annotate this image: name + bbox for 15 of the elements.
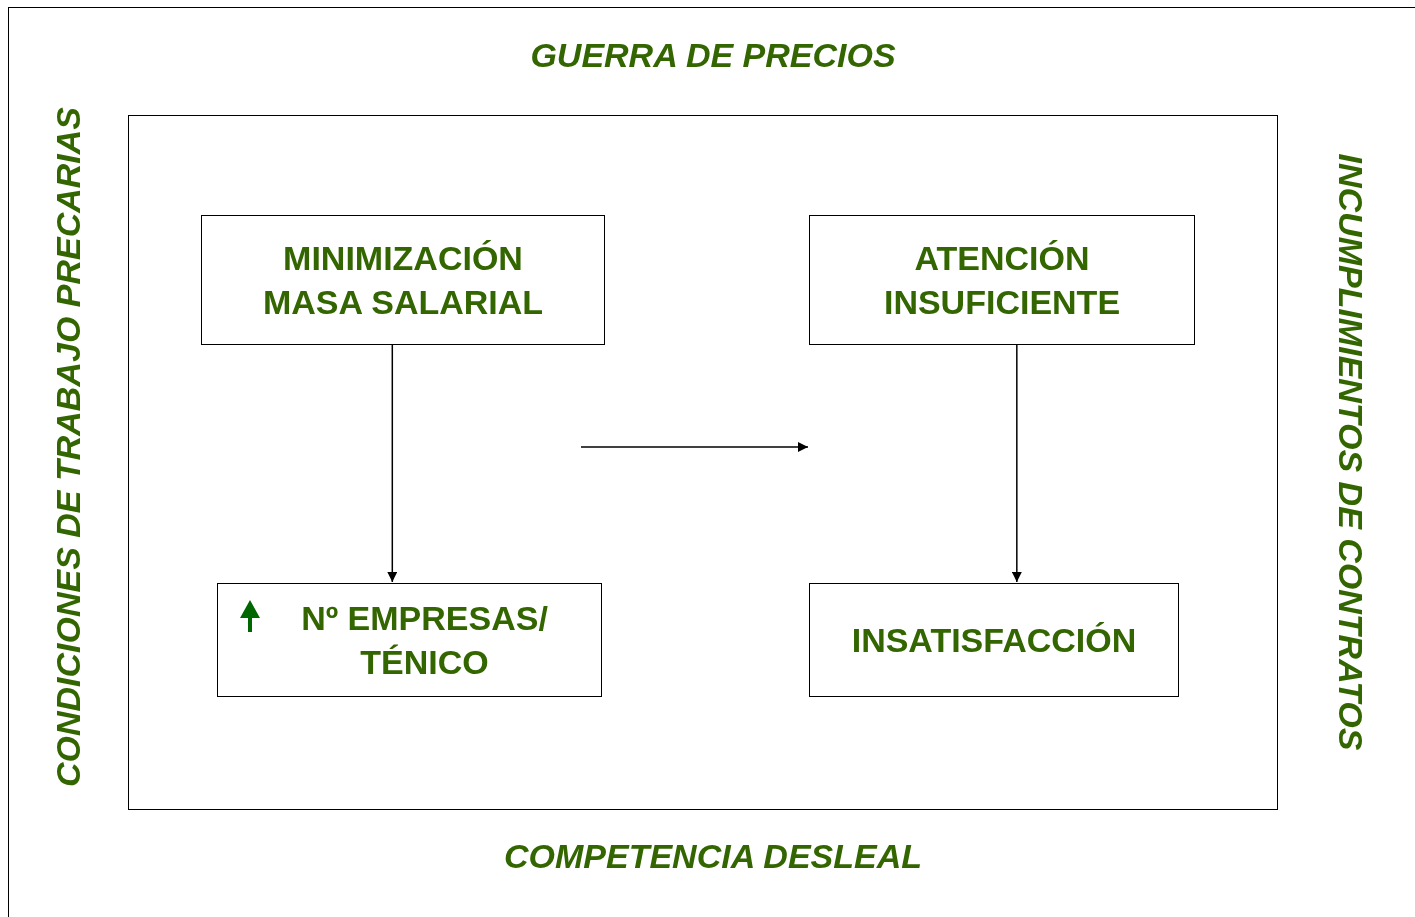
side-heading: INCUMPLIMIENTOS DE CONTRATOS [1330,153,1370,751]
process-box [809,215,1195,345]
process-box [809,583,1179,697]
frame-box [128,115,1278,810]
side-heading: GUERRA DE PRECIOS [530,35,896,75]
box-label: ATENCIÓN INSUFICIENTE [882,237,1122,323]
side-heading: CONDICIONES DE TRABAJO PRECARIAS [48,106,88,788]
box-label: Nº EMPRESAS/ TÉNICO [300,597,549,683]
box-label: INSATISFACCIÓN [851,619,1137,661]
box-label: MINIMIZACIÓN MASA SALARIAL [261,237,545,323]
arrow [1011,343,1022,583]
side-heading: COMPETENCIA DESLEAL [503,836,923,876]
arrow [387,343,398,583]
process-box [201,215,605,345]
process-box [217,583,602,697]
